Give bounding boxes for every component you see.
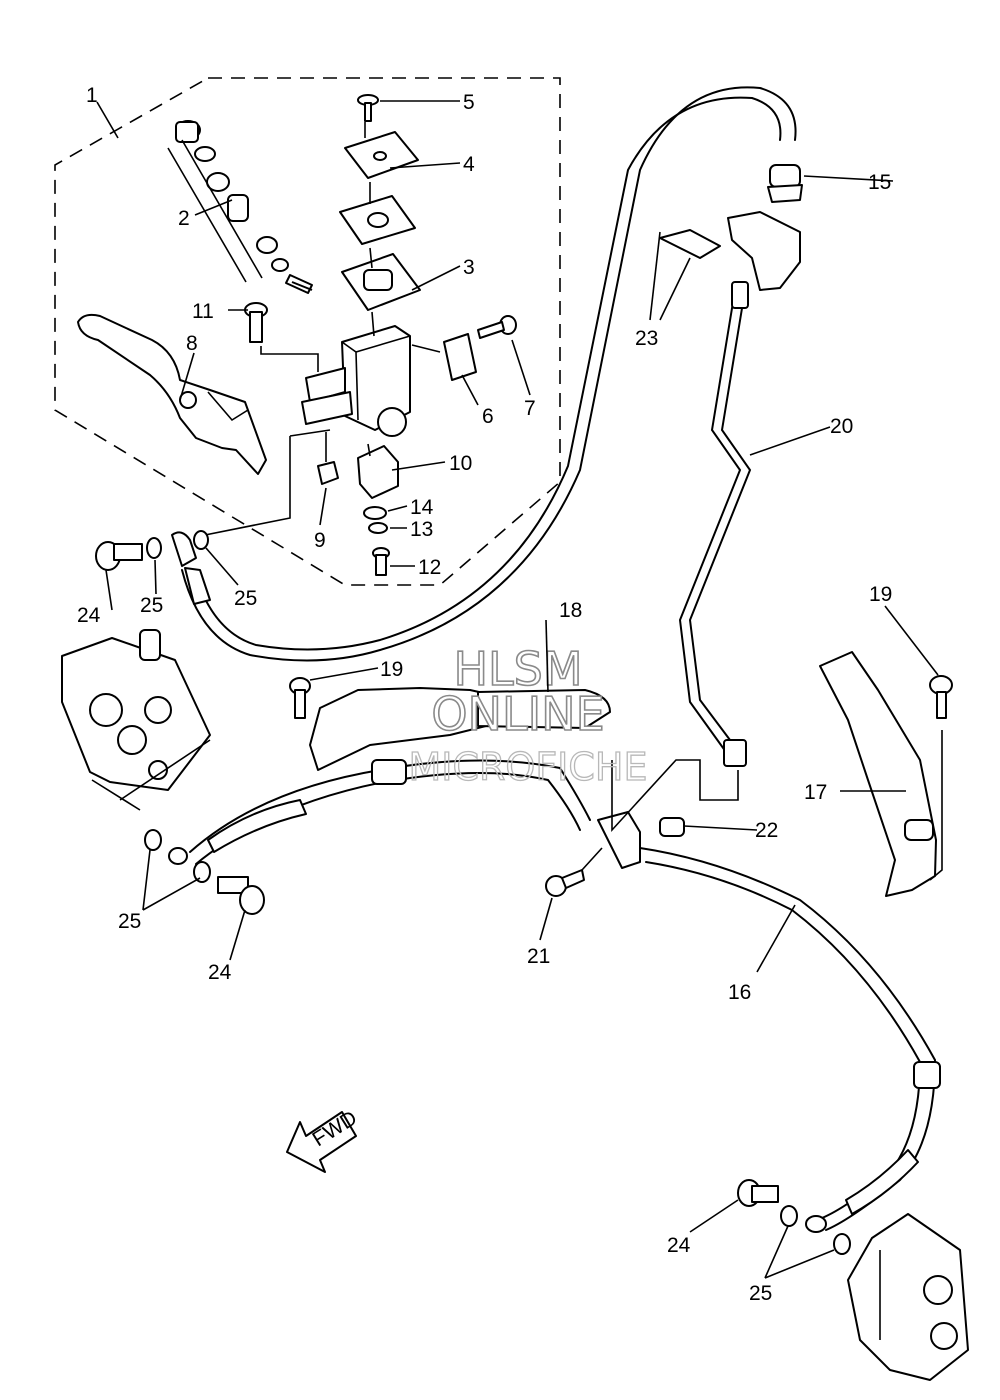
callout-17: 17 bbox=[804, 781, 827, 804]
assembly-boundary-dashed bbox=[54, 77, 561, 586]
callout-22: 22 bbox=[755, 819, 778, 842]
right-brake-caliper bbox=[847, 1213, 969, 1381]
callout-labels: 1 2 3 4 5 6 7 8 9 10 11 12 13 14 15 16 1… bbox=[77, 84, 892, 1305]
lower-left-brake-hose bbox=[168, 759, 591, 865]
callout-5: 5 bbox=[463, 91, 475, 114]
callout-10: 10 bbox=[449, 452, 472, 475]
brake-hose-joint bbox=[597, 811, 685, 869]
callout-24-lower-left: 24 bbox=[208, 961, 232, 984]
forward-direction-arrow: FWD bbox=[286, 1106, 361, 1173]
brake-switch bbox=[357, 445, 399, 499]
pivot-nut bbox=[317, 461, 339, 485]
union-bolt-upper-left bbox=[95, 541, 143, 571]
gasket-lower-right-b bbox=[833, 1233, 851, 1255]
callout-11: 11 bbox=[192, 300, 214, 323]
callout-2: 2 bbox=[178, 207, 190, 230]
callout-9: 9 bbox=[314, 529, 326, 552]
watermark-line-3: MICROFICHE bbox=[408, 745, 647, 789]
callout-20: 20 bbox=[830, 415, 853, 438]
lower-right-brake-hose bbox=[639, 847, 941, 1233]
brake-lever bbox=[77, 313, 267, 475]
lever-pivot-bolt bbox=[244, 302, 268, 343]
callout-19-right: 19 bbox=[869, 583, 892, 606]
callout-12: 12 bbox=[418, 556, 441, 579]
callout-23: 23 bbox=[635, 327, 658, 350]
switch-washer bbox=[363, 506, 387, 520]
master-cylinder-assembly bbox=[77, 94, 517, 576]
protector-bolt-right bbox=[929, 675, 953, 719]
callout-14: 14 bbox=[410, 496, 434, 519]
callout-25-upper-left-b: 25 bbox=[234, 587, 257, 610]
gasket-lower-right-a bbox=[780, 1205, 798, 1227]
callout-15: 15 bbox=[868, 171, 891, 194]
upper-brake-hose bbox=[171, 86, 797, 662]
callout-6: 6 bbox=[482, 405, 494, 428]
callout-1: 1 bbox=[86, 84, 98, 107]
switch-screw bbox=[372, 547, 390, 576]
watermark-line-1: HLSM bbox=[453, 642, 582, 696]
callout-16: 16 bbox=[728, 981, 751, 1004]
callout-7: 7 bbox=[524, 397, 536, 420]
left-brake-caliper bbox=[61, 629, 211, 811]
hose-joint-fitting bbox=[767, 164, 803, 203]
watermark-line-2: ONLINE bbox=[431, 687, 604, 741]
hose-protector-center bbox=[289, 677, 611, 771]
gasket-lower-left-a bbox=[144, 829, 162, 851]
callout-4: 4 bbox=[463, 153, 475, 176]
callout-18: 18 bbox=[559, 599, 582, 622]
holder-bolt bbox=[477, 315, 517, 339]
watermark: HLSM ONLINE MICROFICHE bbox=[408, 641, 648, 789]
brake-pipe bbox=[678, 281, 752, 767]
callout-25-upper-left: 25 bbox=[140, 594, 163, 617]
gasket-upper-left bbox=[146, 537, 162, 559]
cap-screw bbox=[357, 94, 379, 122]
callout-25-lower-left: 25 bbox=[118, 910, 141, 933]
joint-bolt bbox=[545, 869, 585, 897]
union-bolt-lower-right bbox=[737, 1179, 779, 1207]
hose-bracket bbox=[659, 211, 801, 291]
leader-lines bbox=[96, 100, 939, 1279]
callout-3: 3 bbox=[463, 256, 475, 279]
union-bolt-lower-left bbox=[217, 876, 265, 915]
callout-21: 21 bbox=[527, 945, 550, 968]
switch-lock-washer bbox=[368, 522, 388, 534]
hose-protector-right bbox=[819, 651, 937, 897]
callout-25-lower-right: 25 bbox=[749, 1282, 772, 1305]
callout-8: 8 bbox=[186, 332, 198, 355]
callout-13: 13 bbox=[410, 518, 433, 541]
gasket-lower-left-b bbox=[193, 861, 211, 883]
holder-clamp bbox=[443, 333, 477, 381]
callout-24-upper-left: 24 bbox=[77, 604, 101, 627]
callout-19-center: 19 bbox=[380, 658, 403, 681]
callout-24-lower-right: 24 bbox=[667, 1234, 691, 1257]
piston-kit-parts bbox=[167, 120, 313, 294]
